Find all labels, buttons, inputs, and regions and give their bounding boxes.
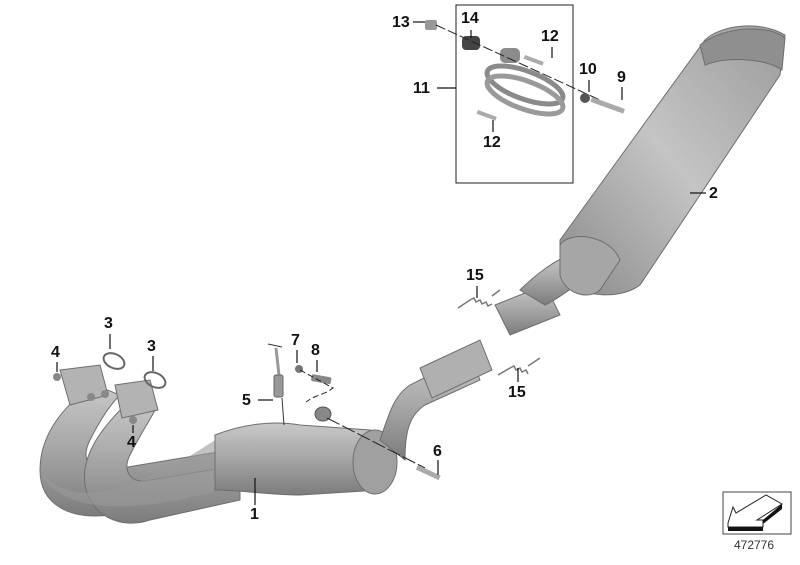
- nut-icon: [53, 373, 61, 381]
- bolt-icon: [415, 464, 441, 481]
- bolt-icon: [311, 374, 332, 385]
- callout-12: 12: [483, 134, 501, 151]
- bracket-icon: [314, 406, 332, 422]
- leader-lines: [56, 21, 706, 505]
- callout-5: 5: [242, 392, 251, 409]
- callout-8: 8: [311, 342, 320, 359]
- oxygen-sensor: [267, 343, 285, 426]
- rear-silencer: [559, 25, 786, 296]
- exhaust-manifold: [39, 339, 493, 524]
- callout-9: 9: [617, 69, 626, 86]
- nut-icon: [101, 390, 109, 398]
- nut-icon: [295, 365, 303, 373]
- callout-15: 15: [466, 267, 484, 284]
- callout-13: 13: [392, 14, 410, 31]
- callout-10: 10: [579, 61, 597, 78]
- arrow-down-left-icon: [722, 491, 792, 535]
- callout-6: 6: [433, 443, 442, 460]
- spring-icon: [457, 289, 501, 309]
- callout-15: 15: [508, 384, 526, 401]
- clamp-detail-box: [455, 4, 574, 184]
- callout-7: 7: [291, 332, 300, 349]
- callout-14: 14: [461, 10, 479, 27]
- callout-2: 2: [709, 185, 718, 202]
- callout-12: 12: [541, 28, 559, 45]
- nut-icon: [129, 416, 137, 424]
- gasket-ring-icon: [102, 352, 126, 370]
- callout-11: 11: [413, 80, 430, 97]
- diagram-reference-number: 472776: [733, 538, 775, 552]
- callout-1: 1: [250, 506, 259, 523]
- callout-4: 4: [51, 344, 60, 361]
- callout-3: 3: [104, 315, 113, 332]
- gasket-ring-icon: [143, 371, 167, 389]
- spring-icon: [497, 357, 541, 376]
- clamp-assembly: [425, 20, 625, 121]
- nut-icon: [87, 393, 95, 401]
- callout-4: 4: [127, 434, 136, 451]
- callout-3: 3: [147, 338, 156, 355]
